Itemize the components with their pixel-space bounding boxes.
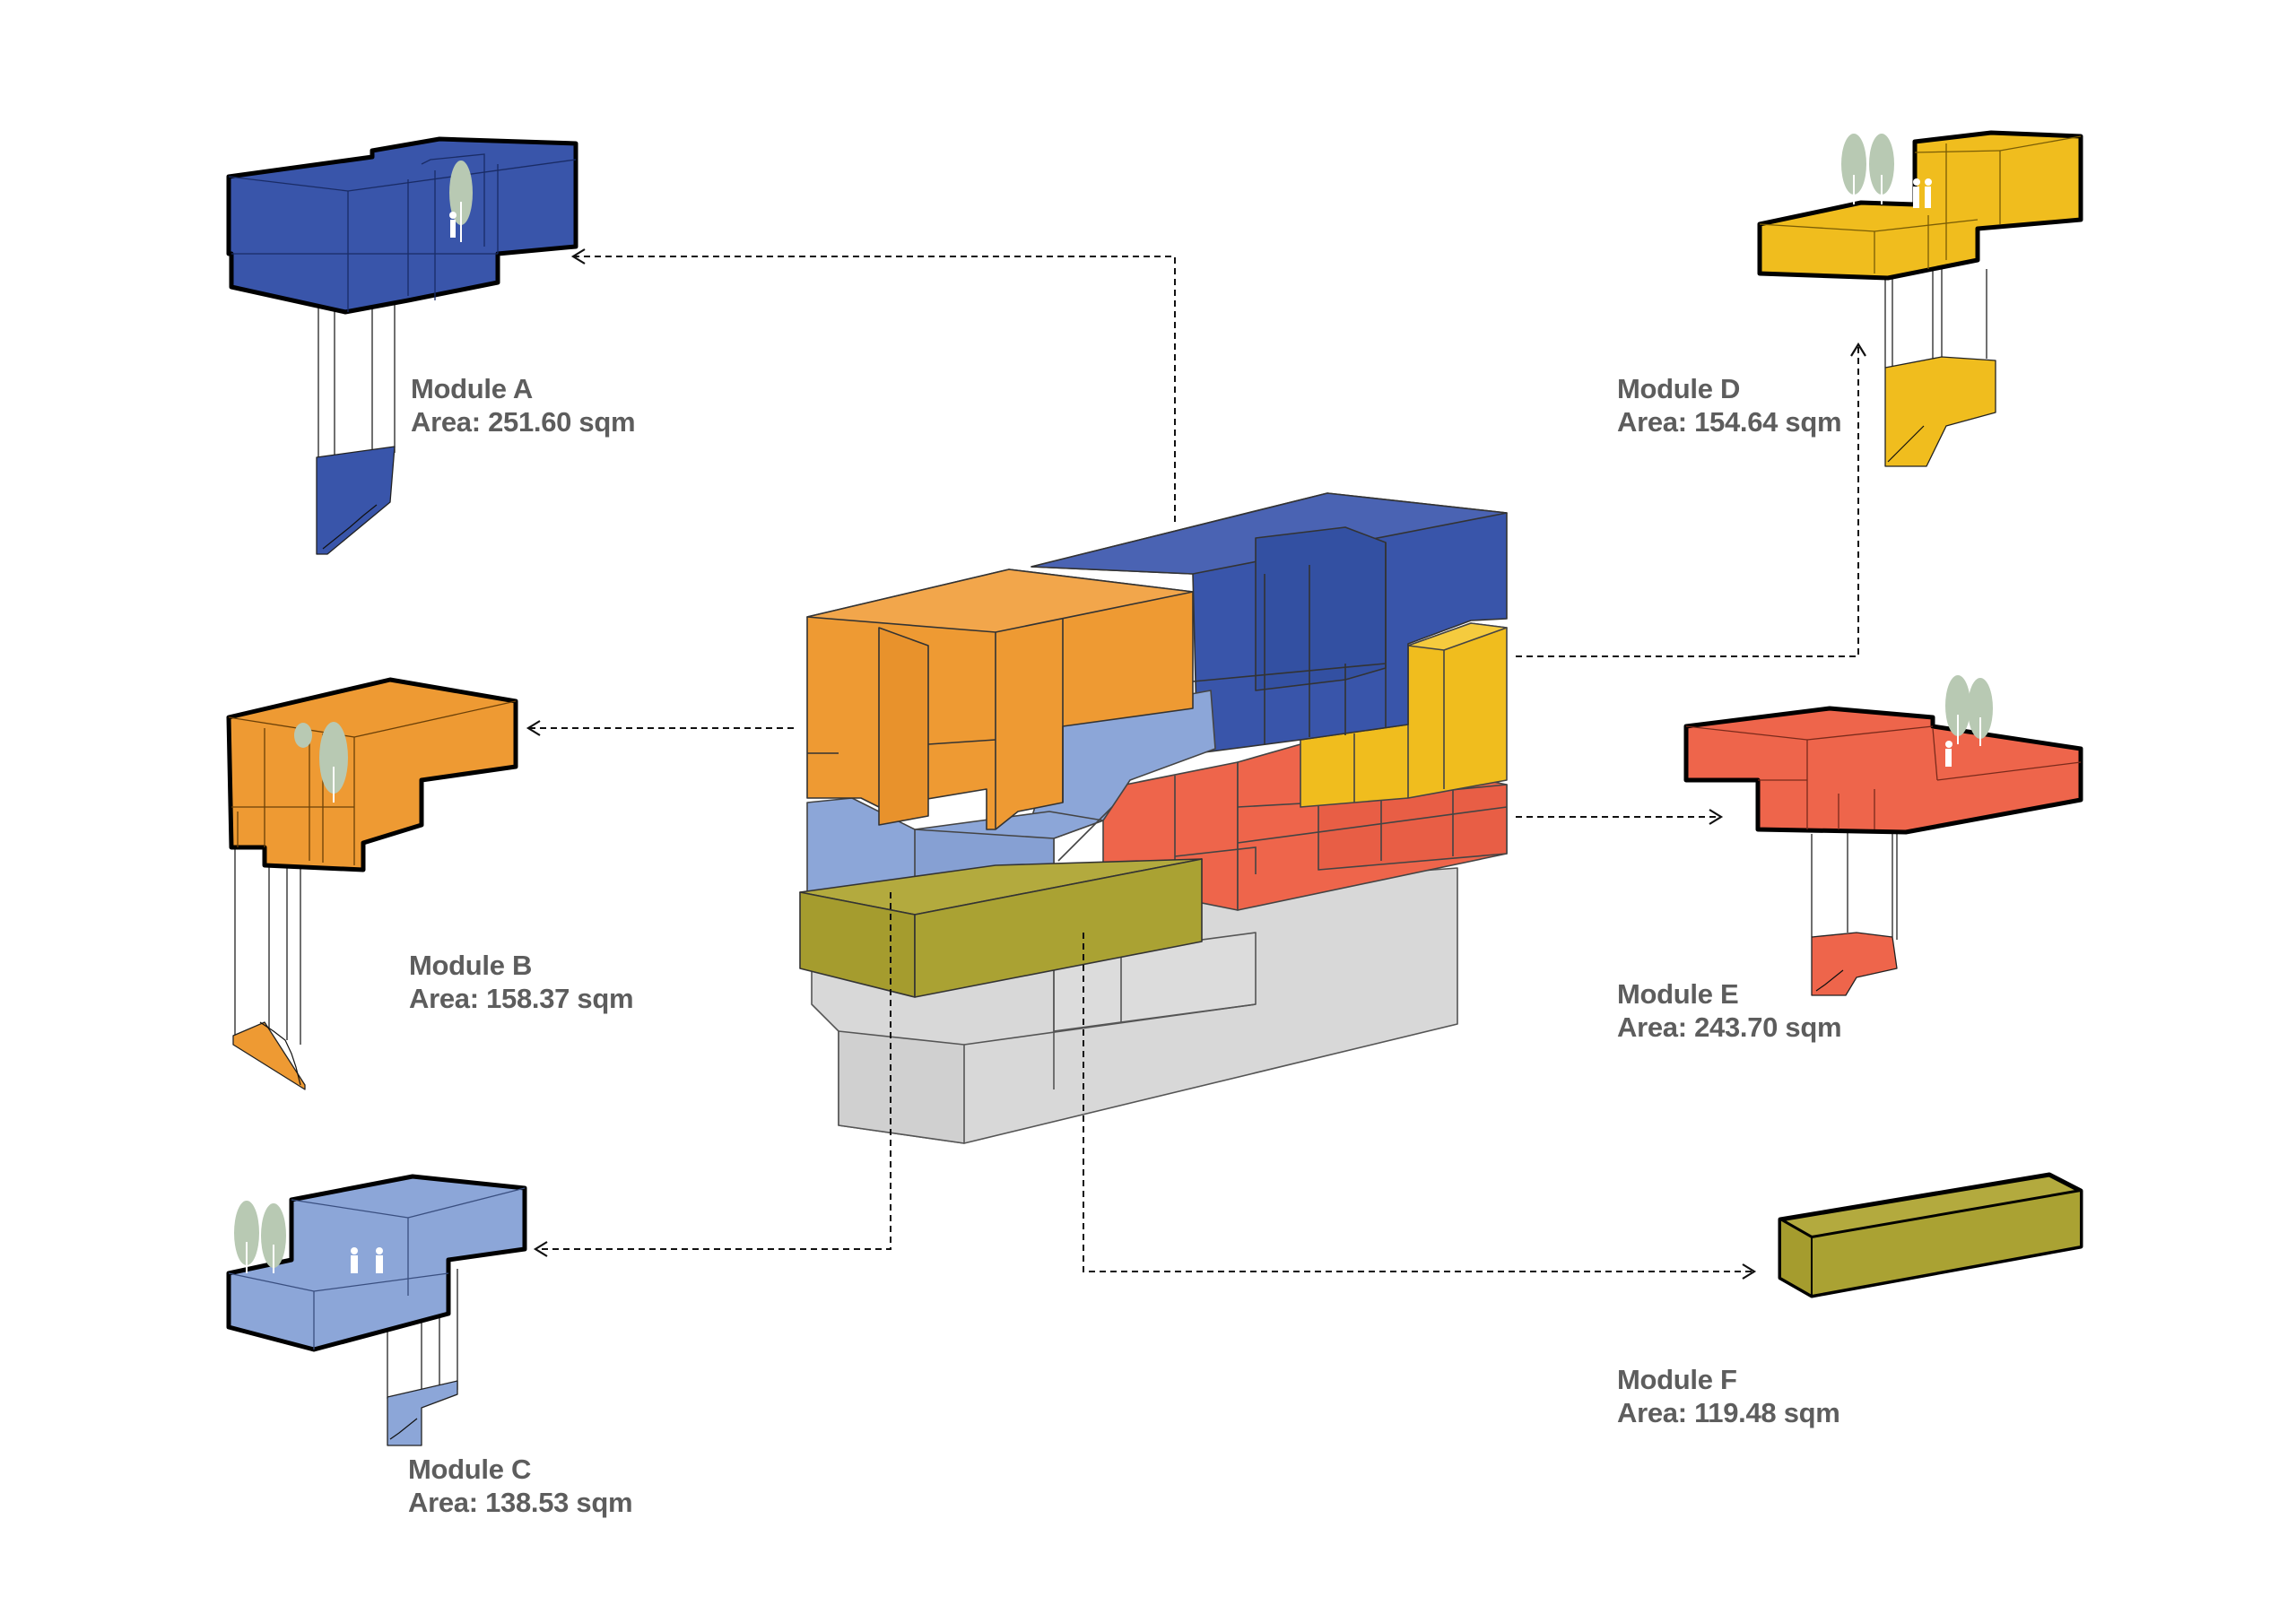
module-e-stair-volume xyxy=(1811,932,1898,996)
exploded-module-e xyxy=(1683,675,2083,996)
module-c-stair-volume xyxy=(387,1380,458,1446)
connector-module-f xyxy=(1083,933,1757,1280)
person-icon xyxy=(449,212,457,219)
module-d-volume xyxy=(1757,130,2083,281)
module-c-label: Module C Area: 138.53 sqm xyxy=(408,1453,633,1519)
tree-icon xyxy=(261,1203,286,1268)
module-d-stair-volume xyxy=(1884,356,1996,467)
central-assembly xyxy=(799,492,1508,1144)
module-b-stair-volume xyxy=(232,1021,306,1090)
exploded-module-b xyxy=(226,677,518,1090)
tree-icon xyxy=(1841,134,1866,195)
connector-module-d xyxy=(1516,342,1866,657)
exploded-module-d xyxy=(1757,130,2083,467)
exploded-module-f xyxy=(1778,1172,2083,1298)
module-e-area: Area: 243.70 sqm xyxy=(1617,1011,1842,1043)
module-d-label: Module D Area: 154.64 sqm xyxy=(1617,372,1842,438)
module-f-label: Module F Area: 119.48 sqm xyxy=(1617,1363,1840,1429)
tree-icon xyxy=(1945,675,1970,736)
module-a-name: Module A xyxy=(411,373,533,404)
tree-icon xyxy=(319,722,348,794)
module-a-stair-volume xyxy=(316,446,396,555)
module-d-name: Module D xyxy=(1617,373,1741,404)
people-icon xyxy=(351,1247,383,1273)
central-module-f xyxy=(799,858,1203,998)
module-c-area: Area: 138.53 sqm xyxy=(408,1487,633,1518)
connector-module-a xyxy=(570,248,1176,522)
tree-icon xyxy=(1968,678,1993,739)
people-icon xyxy=(1913,178,1932,208)
module-b-name: Module B xyxy=(409,950,533,981)
module-b-label: Module B Area: 158.37 sqm xyxy=(409,949,634,1015)
module-e-label: Module E Area: 243.70 sqm xyxy=(1617,977,1842,1044)
tree-icon xyxy=(449,161,473,225)
module-f-name: Module F xyxy=(1617,1364,1737,1395)
module-e-name: Module E xyxy=(1617,978,1739,1010)
module-c-name: Module C xyxy=(408,1454,532,1485)
central-module-d xyxy=(1300,622,1508,808)
connector-module-c xyxy=(533,892,891,1257)
module-a-label: Module A Area: 251.60 sqm xyxy=(411,372,636,438)
module-e-volume xyxy=(1683,706,2083,835)
module-f-area: Area: 119.48 sqm xyxy=(1617,1397,1840,1428)
exploded-module-c xyxy=(226,1174,527,1446)
tree-icon xyxy=(234,1201,259,1265)
central-module-b xyxy=(806,568,1194,830)
module-a-area: Area: 251.60 sqm xyxy=(411,406,636,438)
connector-lines xyxy=(526,248,1866,1280)
module-b-area: Area: 158.37 sqm xyxy=(409,983,634,1014)
module-a-volume xyxy=(226,136,578,315)
module-d-area: Area: 154.64 sqm xyxy=(1617,406,1842,438)
central-module-a xyxy=(1031,492,1508,754)
person-icon xyxy=(1945,741,1952,767)
exploded-module-a xyxy=(226,136,578,555)
tree-icon xyxy=(1869,134,1894,195)
module-b-volume xyxy=(226,677,518,872)
